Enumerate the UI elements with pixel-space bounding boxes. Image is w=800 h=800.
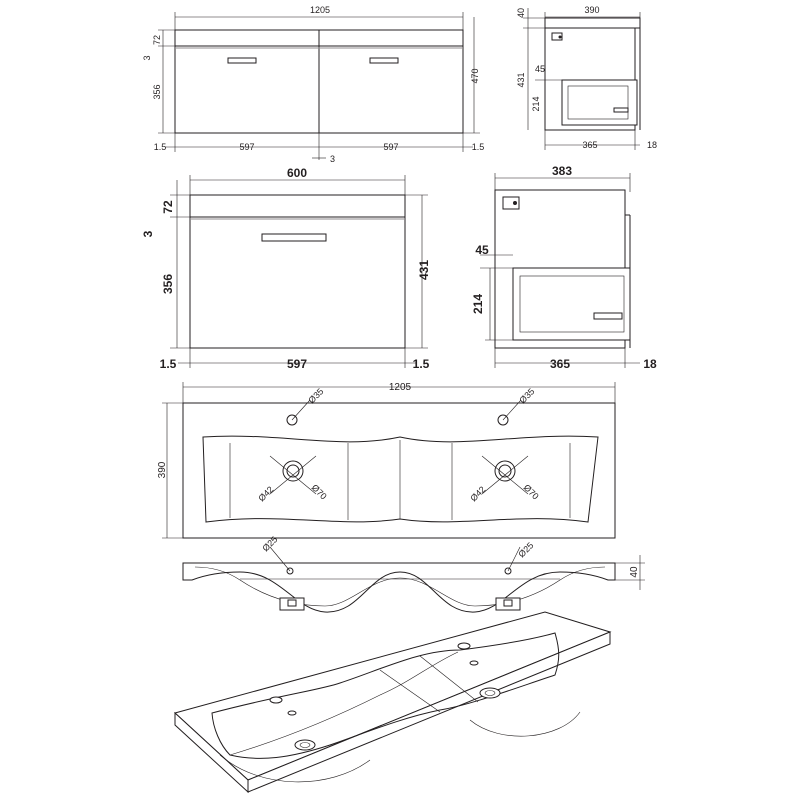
- double-unit-side-elevation: 390 40 431 45 214 365 18: [516, 5, 657, 150]
- dim-3-mid: 3: [141, 230, 155, 237]
- dim-356: 356: [152, 84, 162, 99]
- dim-1-5-left: 1.5: [154, 142, 167, 152]
- dim-356-mid: 356: [161, 274, 175, 294]
- drawer-handle-right: [369, 57, 399, 64]
- iso-overflow-left: [287, 710, 297, 716]
- dim-72-mid: 72: [161, 200, 175, 214]
- waste-right-inner: [498, 464, 512, 478]
- dim-3: 3: [142, 55, 152, 60]
- dim-45: 45: [535, 64, 545, 74]
- dim-72: 72: [152, 35, 162, 45]
- dim-1-5-right: 1.5: [472, 142, 485, 152]
- dim-600: 600: [287, 166, 307, 180]
- basin-section-view: Ø25 Ø25 40: [182, 534, 645, 613]
- basin-plan-view: 1205 390 Ø35 Ø35 Ø42 Ø70 Ø42 Ø70: [157, 382, 616, 539]
- iso-waste-left: [294, 739, 316, 751]
- dim-470: 470: [470, 68, 480, 83]
- dim-width-1205: 1205: [310, 5, 330, 15]
- dim-214-mid: 214: [471, 294, 485, 314]
- drawer-handle-left: [227, 57, 257, 64]
- dim-1-5-mid-right: 1.5: [413, 357, 430, 371]
- dim-18-mid: 18: [643, 357, 657, 371]
- dim-thickness-40: 40: [629, 566, 640, 578]
- dim-40: 40: [516, 8, 526, 18]
- dim-431: 431: [516, 72, 526, 87]
- iso-overflow-right: [469, 660, 479, 666]
- iso-waste-right: [479, 687, 501, 699]
- dim-597-left: 597: [239, 142, 254, 152]
- dim-depth-390: 390: [584, 5, 599, 15]
- dim-45-mid: 45: [475, 243, 489, 257]
- dim-365-mid: 365: [550, 357, 570, 371]
- drawer-handle: [261, 233, 327, 242]
- dim-365: 365: [582, 140, 597, 150]
- dim-383: 383: [552, 164, 572, 178]
- dim-basin-390: 390: [157, 461, 168, 478]
- iso-tap-hole-right: [457, 642, 471, 650]
- dim-597-mid: 597: [287, 357, 307, 371]
- basin-isometric-view: [173, 611, 612, 794]
- waste-left-inner: [286, 464, 300, 478]
- iso-tap-hole-left: [269, 696, 283, 704]
- dim-18: 18: [647, 140, 657, 150]
- single-unit-side-elevation: 383 45 214 365 18: [471, 164, 657, 371]
- single-unit-front-elevation: 600 72 3 356 431 1.5 597 1.5: [141, 166, 431, 371]
- dim-1-5-mid-left: 1.5: [160, 357, 177, 371]
- dim-overflow-right: Ø25: [516, 540, 535, 559]
- dim-597-right: 597: [383, 142, 398, 152]
- dim-basin-1205: 1205: [389, 382, 412, 393]
- double-unit-front-elevation: 1205 72 3 356 470 1.5 597 597 1.5 3: [142, 5, 484, 164]
- dim-214: 214: [531, 96, 541, 111]
- dim-3-centre: 3: [330, 154, 335, 164]
- dim-431-mid: 431: [417, 260, 431, 280]
